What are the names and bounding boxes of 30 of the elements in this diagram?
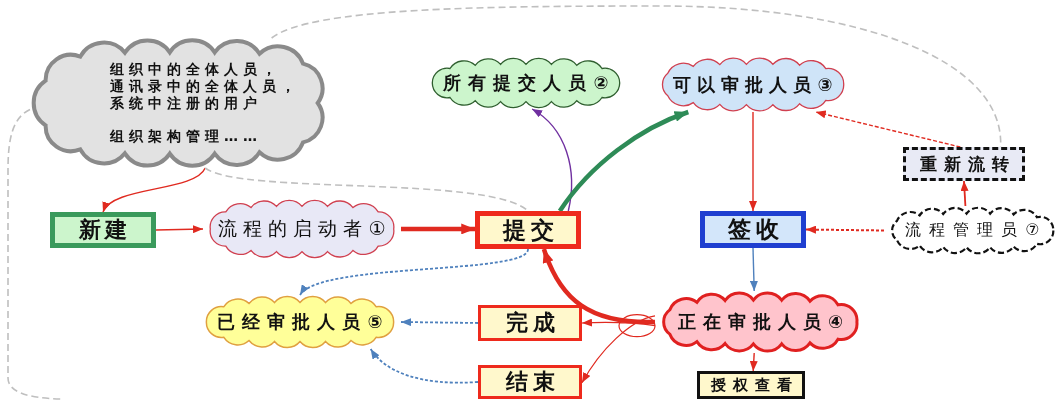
cloud-text: 系统中注册的用户 — [110, 95, 262, 112]
cloud-text: 通讯录中的全体人员， — [110, 78, 300, 95]
process-box: 提交 — [475, 211, 581, 249]
arrow — [369, 348, 479, 384]
arrow — [749, 111, 757, 212]
cloud-text: 组织中的全体人员， — [110, 61, 281, 78]
arrow — [541, 248, 655, 325]
process-box: 完成 — [478, 305, 582, 341]
arrow — [581, 314, 656, 338]
connector-line — [7, 108, 63, 400]
arrow — [960, 180, 969, 207]
connector-line — [204, 167, 529, 212]
process-box: 授权查看 — [697, 371, 805, 399]
process-box: 签收 — [700, 211, 806, 248]
arrow — [749, 247, 758, 292]
process-box: 结束 — [478, 365, 582, 399]
cloud-text: 组织架构管理…… — [110, 128, 262, 145]
arrow — [749, 352, 758, 372]
process-box: 重新流转 — [903, 147, 1025, 181]
process-box: 新建 — [50, 212, 156, 248]
arrow — [557, 109, 690, 213]
arrow — [299, 248, 529, 296]
arrow — [401, 223, 475, 235]
arrow — [400, 318, 479, 327]
arrow — [815, 110, 961, 148]
arrow — [581, 315, 656, 384]
arrow — [102, 167, 206, 213]
arrow — [155, 225, 204, 234]
arrow — [531, 108, 573, 212]
arrow — [805, 225, 885, 234]
